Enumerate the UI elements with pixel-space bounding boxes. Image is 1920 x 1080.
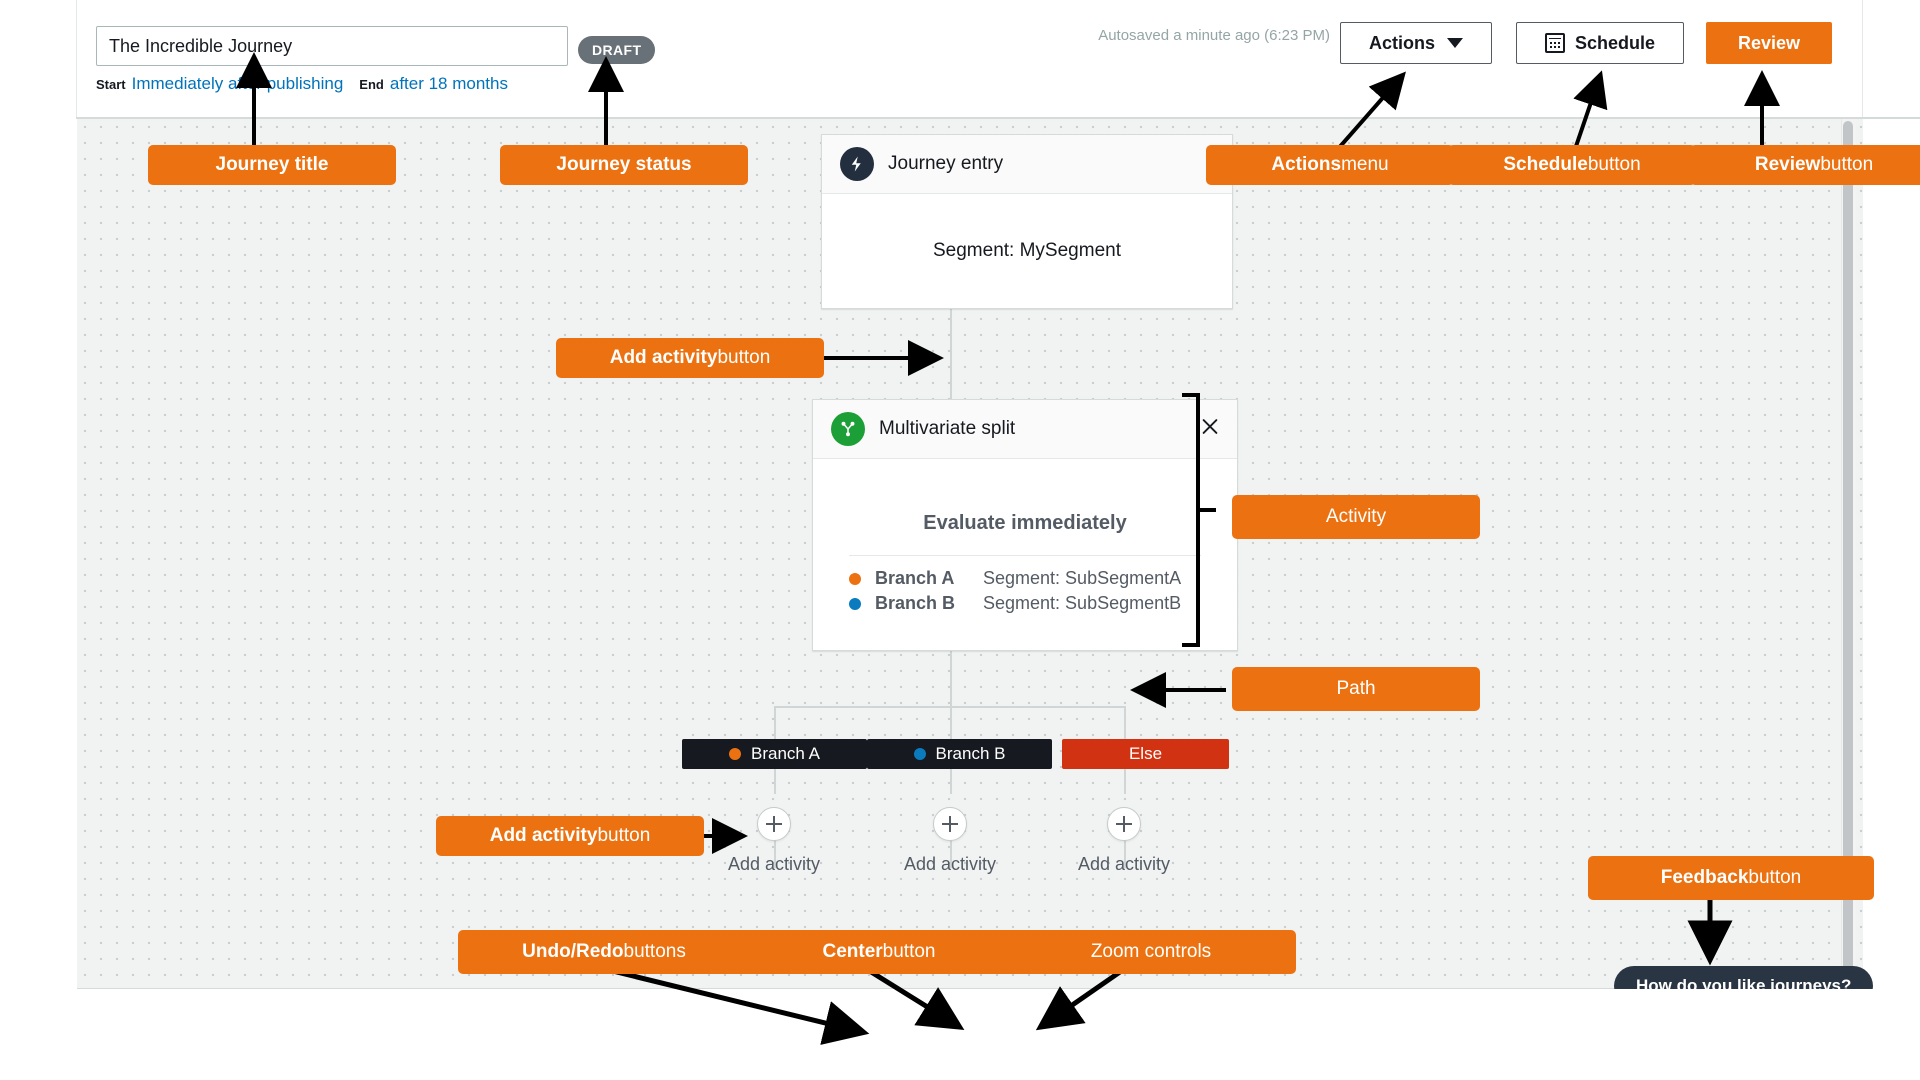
split-icon: [831, 412, 865, 446]
branch-pill-branch-a[interactable]: Branch A: [682, 739, 867, 769]
header-bar: DRAFT Start Immediately after publishing…: [0, 0, 1920, 119]
add-activity-label-branch-b: Add activity: [903, 854, 997, 874]
split-branch-row: Branch A Segment: SubSegmentA: [849, 568, 1201, 589]
annotation-undo-redo: Undo/Redo buttons: [458, 930, 750, 974]
canvas-scrollbar-thumb[interactable]: [1843, 121, 1853, 987]
else-pill-label: Else: [1128, 744, 1163, 763]
split-node-title: Multivariate split: [879, 418, 1016, 439]
canvas-bottom-rule: [77, 988, 1863, 989]
annotation-journey-status-bold: Journey status: [556, 154, 692, 175]
split-node-header: Multivariate split: [813, 400, 1237, 459]
journey-entry-body: Segment: MySegment: [822, 194, 1232, 307]
annotation-activity: Activity: [1232, 495, 1480, 539]
annotation-path: Path: [1232, 667, 1480, 711]
branch-a-pill-dot-icon: [729, 748, 741, 760]
plus-icon: [766, 816, 782, 832]
branch-a-segment: Segment: SubSegmentA: [983, 568, 1182, 588]
add-activity-button-branch-a[interactable]: [757, 807, 791, 841]
branch-pill-else[interactable]: Else: [1062, 739, 1229, 769]
review-label: Review: [1737, 32, 1801, 53]
connector-split-down: [950, 647, 952, 707]
branch-b-segment: Segment: SubSegmentB: [983, 593, 1182, 613]
journey-status-badge: DRAFT: [578, 36, 656, 64]
annotation-center: Center button: [734, 930, 1024, 974]
connector-branch-else-down: [1124, 824, 1126, 868]
actions-menu-button[interactable]: Actions: [1340, 22, 1492, 64]
annotation-feedback: Feedback button: [1588, 856, 1874, 900]
add-activity-label-branch-a: Add activity: [727, 854, 821, 874]
actions-label: Actions: [1368, 32, 1435, 53]
calendar-icon: [1544, 33, 1565, 53]
annotation-review-button: Review button: [1690, 145, 1920, 185]
plus-icon: [942, 816, 958, 832]
header-right-rule: [1862, 0, 1863, 118]
journey-entry-header: Journey entry: [822, 135, 1232, 194]
multivariate-split-node[interactable]: Multivariate split Evaluate immediately …: [812, 399, 1238, 651]
connector-entry-to-plus: [950, 307, 952, 359]
annotation-add-activity-branch: Add activity button: [436, 816, 704, 856]
header-divider: [76, 117, 1920, 119]
journey-schedule-summary: Start Immediately after publishing End a…: [96, 74, 508, 94]
start-label: Start: [96, 77, 126, 92]
journey-entry-node[interactable]: Journey entry Segment: MySegment: [821, 134, 1233, 309]
annotation-actions-menu: Actions menu: [1206, 145, 1454, 185]
split-divider: [849, 555, 1201, 556]
chevron-down-icon: [1447, 38, 1463, 48]
annotation-journey-title-bold: Journey title: [215, 154, 329, 175]
add-activity-button-branch-b[interactable]: [933, 807, 967, 841]
branch-a-pill-label: Branch A: [751, 744, 820, 763]
annotation-schedule-button: Schedule button: [1448, 145, 1696, 185]
connector-branch-b-down: [950, 824, 952, 868]
end-label: End: [359, 77, 384, 92]
branch-b-pill-label: Branch B: [935, 744, 1006, 763]
annotation-journey-status: Journey status: [500, 145, 748, 185]
connector-branch-a-down: [774, 824, 776, 868]
review-button[interactable]: Review: [1706, 22, 1832, 64]
bottom-toolbar: [0, 989, 1920, 1080]
journey-entry-segment: Segment: MySegment: [933, 239, 1121, 261]
close-icon[interactable]: [1199, 416, 1221, 443]
branch-a-name: Branch A: [875, 568, 955, 588]
branch-a-dot-icon: [849, 572, 861, 585]
annotation-journey-title: Journey title: [148, 145, 396, 185]
branch-pill-branch-b[interactable]: Branch B: [867, 739, 1052, 769]
journey-title-input[interactable]: [96, 26, 568, 66]
branch-b-name: Branch B: [875, 593, 956, 613]
journey-entry-title: Journey entry: [888, 153, 1004, 174]
add-activity-button-else[interactable]: [1107, 807, 1141, 841]
end-value-link[interactable]: after 18 months: [389, 74, 508, 93]
branch-b-pill-dot-icon: [913, 748, 926, 760]
plus-icon: [1116, 816, 1132, 832]
branch-b-dot-icon: [849, 597, 861, 610]
add-activity-label-else: Add activity: [1077, 854, 1171, 874]
annotation-zoom-controls: Zoom controls: [1006, 930, 1296, 974]
journey-canvas[interactable]: Journey entry Segment: MySegment Multiva…: [77, 119, 1863, 989]
lightning-bolt-icon: [840, 147, 874, 181]
schedule-button[interactable]: Schedule: [1516, 22, 1684, 64]
schedule-label: Schedule: [1574, 32, 1656, 53]
split-branch-row: Branch B Segment: SubSegmentB: [849, 593, 1201, 614]
evaluate-text: Evaluate immediately: [923, 512, 1127, 534]
split-node-body: Evaluate immediately Branch A Segment: S…: [813, 459, 1237, 649]
annotation-add-activity-top: Add activity button: [556, 338, 824, 378]
start-value-link[interactable]: Immediately after publishing: [131, 74, 344, 93]
autosave-status: Autosaved a minute ago (6:23 PM): [1098, 27, 1330, 44]
header-left-rule: [76, 0, 77, 118]
